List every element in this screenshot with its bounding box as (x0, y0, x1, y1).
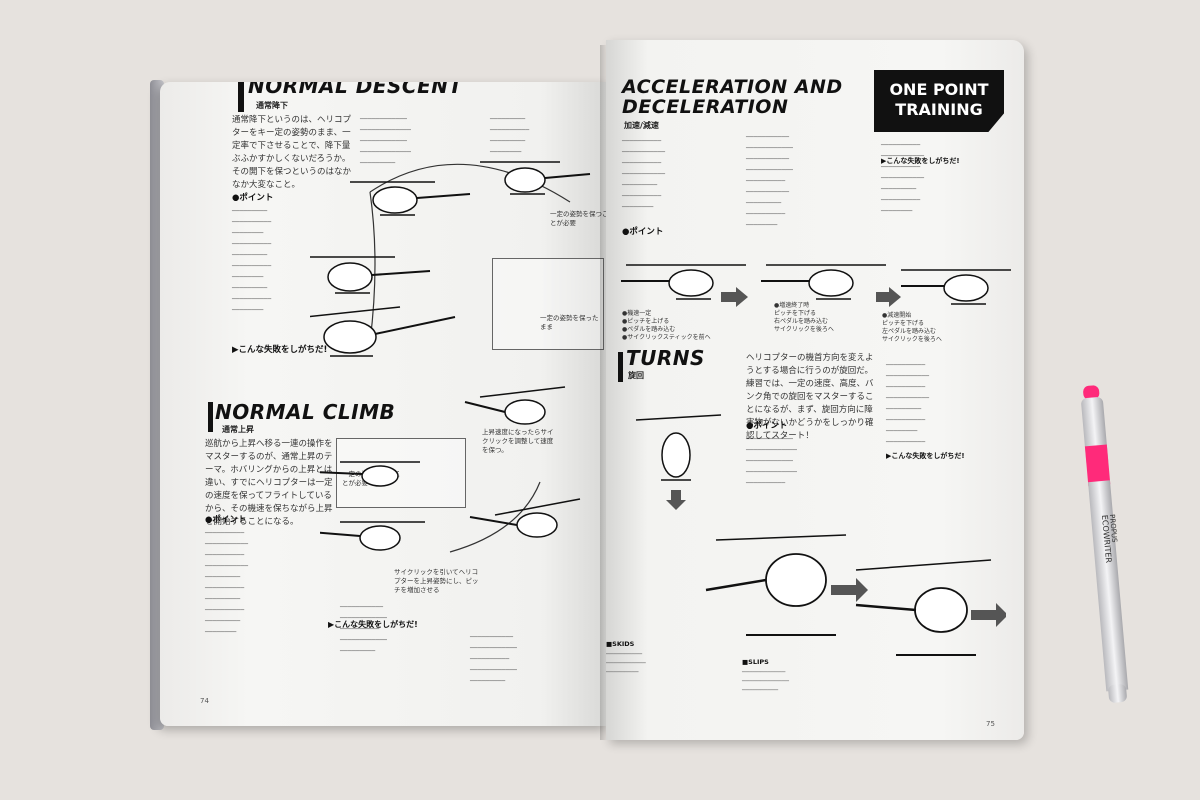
accel-note-1: ●機速一定 ●ピッチを上げる ●ペダルを踏み込む ●サイクリックスティックを前へ (622, 310, 711, 341)
page-number-right: 75 (986, 720, 995, 728)
turns-illustration (635, 414, 1006, 656)
helicopter-icon (621, 264, 746, 300)
normal-climb-intro: 巡航から上昇へ移る一連の操作をマスターするのが、通常上昇のテーマ。ホバリングから… (205, 439, 333, 527)
turns-mistake-label: ▶こんな失敗をしがちだ! (886, 452, 965, 460)
climb-illustration (320, 386, 581, 553)
one-point-training-badge: ONE POINT TRAINING (874, 70, 1004, 132)
badge-line-2: TRAINING (895, 100, 983, 119)
accel-mistake-label: ▶こんな失敗をしがちだ! (881, 157, 960, 165)
helicopter-icon (705, 534, 868, 636)
skids-text: ────────────────────────────── (606, 651, 646, 676)
descent-point-label: ●ポイント (232, 193, 274, 203)
helicopter-icon (310, 256, 431, 294)
helicopter-icon (464, 386, 566, 425)
helicopter-icon (350, 181, 471, 216)
descent-point-text: ────────────────────────────────────────… (232, 207, 272, 314)
heading-bar (618, 352, 623, 382)
climb-point-text: ────────────────────────────────────────… (205, 529, 249, 636)
helicopter-icon (469, 498, 581, 538)
highlighter-pen: ECOWRITER PROPUS (1081, 385, 1129, 703)
helicopter-icon (320, 521, 425, 551)
helicopter-icon (310, 306, 456, 357)
accel-column-3: ────────────────────────────────────────… (881, 141, 925, 215)
turns-point-text: ────────────────────────────────────────… (746, 435, 797, 487)
descent-illustration (310, 161, 591, 357)
left-page: NORMAL DESCENT 通常降下 通常降下というのは、ヘリコプターをキー定… (160, 82, 608, 726)
helicopter-icon (855, 559, 1006, 656)
helicopter-icon (480, 161, 591, 195)
pen-brand: ECOWRITER (1100, 515, 1113, 564)
turns-subtitle: 旋回 (628, 371, 644, 380)
climb-column-3: ────────────────────────────────────────… (470, 633, 517, 685)
accel-note-3: ●減速開始 ピッチを下げる 左ペダルを踏み込む サイクリックを後ろへ (882, 312, 942, 343)
helicopter-icon (901, 269, 1011, 305)
slips-text: ─────────────────────────────────── (742, 669, 789, 694)
accel-title-line2: DECELERATION (622, 96, 789, 118)
turns-title: TURNS (626, 346, 705, 370)
climb-mistake-label: ▶こんな失敗をしがちだ! (328, 620, 418, 629)
descent-mistake-label: ▶こんな失敗をしがちだ! (232, 345, 328, 355)
descent-callout-1: 一定の姿勢を保ったまま (540, 314, 599, 331)
turns-intro: ヘリコプターの機首方向を変えようとする場合に行うのが旋回だ。練習では、一定の速度… (746, 353, 874, 441)
descent-column-2: ────────────────────────────────────────… (360, 115, 411, 167)
normal-descent-subtitle: 通常降下 (256, 101, 288, 110)
arrow-right-icon (721, 287, 748, 307)
badge-line-1: ONE POINT (889, 80, 989, 99)
descent-callout-2: 一定の姿勢を保つことが必要 (550, 210, 608, 227)
heading-bar (208, 402, 213, 432)
accel-subtitle: 加速/減速 (624, 121, 659, 130)
descent-inset-box (492, 258, 604, 350)
turns-point-label: ●ポイント (746, 421, 788, 431)
accel-column-1: ────────────────────────────────────────… (622, 137, 666, 211)
turns-column-3: ────────────────────────────────────────… (886, 361, 930, 446)
climb-callout-3: 上昇速度になったらサイクリックを調整して速度を保つ。 (482, 428, 554, 454)
accel-point-label: ●ポイント (622, 227, 664, 237)
climb-callout-4: サイクリックを引いてヘリコプターを上昇姿勢にし、ピッチを増加させる (394, 568, 479, 594)
slips-label: ■SLIPS (742, 658, 769, 666)
descent-column-3: ──────────────────────────────────── (490, 115, 530, 156)
helicopter-icon (761, 264, 886, 300)
helicopter-front-icon (635, 414, 722, 510)
accel-title-line1: ACCELERATION AND (622, 76, 843, 98)
helicopter-icon (320, 461, 420, 487)
accel-note-2: ●増速終了時 ピッチを下げる 右ペダルを踏み込む サイクリックを後ろへ (774, 302, 834, 333)
normal-descent-intro: 通常降下というのは、ヘリコプターをキー定の姿勢のまま、一定率で下させることで、降… (232, 115, 352, 190)
skids-label: ■SKIDS (606, 640, 635, 648)
page-number-left: 74 (200, 697, 209, 705)
arrow-right-icon (876, 287, 901, 307)
right-page: ACCELERATION AND DECELERATION 加速/減速 ONE … (606, 40, 1024, 740)
heading-bar (238, 82, 244, 112)
accel-illustration (621, 264, 1011, 307)
normal-descent-title: NORMAL DESCENT (248, 82, 463, 98)
accel-column-2: ────────────────────────────────────────… (746, 133, 793, 229)
pen-model: PROPUS (1108, 514, 1118, 544)
climb-column-2: ────────────────────────────────────────… (340, 603, 387, 655)
normal-climb-subtitle: 通常上昇 (222, 425, 254, 434)
climb-point-label: ●ポイント (205, 515, 247, 525)
normal-climb-title: NORMAL CLIMB (215, 400, 396, 424)
